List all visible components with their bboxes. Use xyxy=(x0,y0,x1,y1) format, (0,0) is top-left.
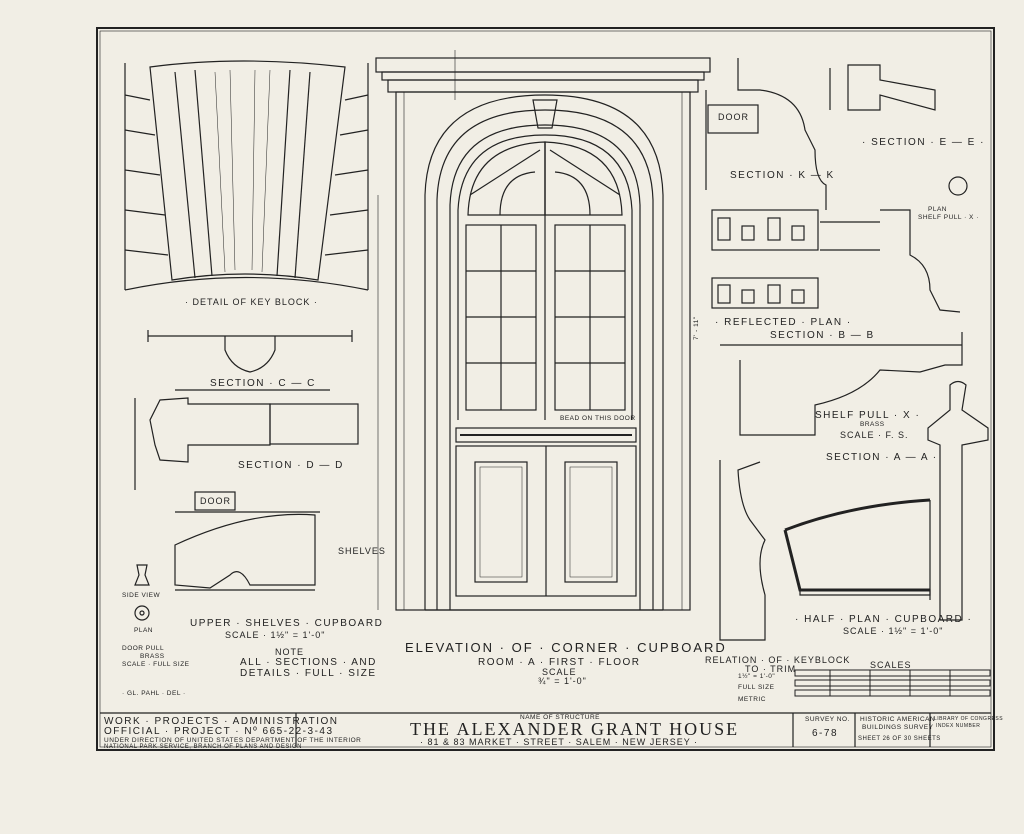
section-cc-drawing xyxy=(147,330,353,373)
scale-fs-label: SCALE · F. S. xyxy=(840,430,909,440)
project-line-1: WORK · PROJECTS · ADMINISTRATION xyxy=(104,716,339,727)
survey-label: SURVEY NO. xyxy=(805,716,850,723)
project-line-4: NATIONAL PARK SERVICE, BRANCH OF PLANS A… xyxy=(104,744,302,750)
note-line-1: ALL · SECTIONS · AND xyxy=(240,657,377,668)
reflected-plan-drawing xyxy=(711,209,961,313)
key-block-label: · DETAIL OF KEY BLOCK · xyxy=(185,297,318,307)
house-name: THE ALEXANDER GRANT HOUSE xyxy=(410,719,740,739)
section-aa-label: SECTION · A — A · xyxy=(826,452,938,463)
address: · 81 & 83 MARKET · STREET · SALEM · NEW … xyxy=(420,737,699,747)
shelf-pull-x-drawing xyxy=(927,380,989,621)
door-pull-drawing xyxy=(134,564,150,621)
section-kk-label: SECTION · K — K xyxy=(730,170,835,181)
project-line-2: OFFICIAL · PROJECT · Nº 665-22-3-43 xyxy=(104,726,334,737)
key-block-detail xyxy=(124,60,369,291)
scale-full-size-label: SCALE · FULL SIZE xyxy=(122,661,190,668)
upper-shelves-drawing xyxy=(174,513,316,591)
side-view-label: SIDE VIEW xyxy=(122,592,161,599)
brass-label: BRASS xyxy=(140,653,165,660)
section-ee-label: · SECTION · E — E · xyxy=(862,137,985,148)
half-plan-drawing xyxy=(719,460,931,641)
elevation-title: ELEVATION · OF · CORNER · CUPBOARD xyxy=(405,640,727,655)
title-block xyxy=(100,712,991,747)
shelf-pull-x-label: SHELF PULL · X · xyxy=(815,410,921,421)
door-label-left: DOOR xyxy=(200,496,231,506)
note-line-2: DETAILS · FULL · SIZE xyxy=(240,668,377,679)
plan-small-label: PLAN xyxy=(134,627,153,634)
note-title: NOTE xyxy=(275,647,305,657)
loc-line-2: INDEX NUMBER xyxy=(936,723,981,729)
relation-title: RELATION · OF · KEYBLOCK xyxy=(705,655,851,665)
upper-shelves-scale: SCALE · 1½" = 1'-0" xyxy=(225,630,326,640)
height-dimension: 7' - 11" xyxy=(693,316,700,340)
survey-number: 6-78 xyxy=(812,728,839,739)
section-dd-label: SECTION · D — D xyxy=(238,460,344,471)
sheet-number: SHEET 26 OF 30 SHEETS xyxy=(858,736,941,742)
habs-line-2: BUILDINGS SURVEY xyxy=(862,724,934,731)
full-size-label: FULL SIZE xyxy=(738,684,775,691)
delineator-label: · GL. PAHL · DEL · xyxy=(122,690,186,697)
door-profile-left xyxy=(175,491,320,513)
elevation-scale-label: SCALE xyxy=(542,667,577,677)
sheet-border xyxy=(96,27,995,751)
door-pull-label: DOOR PULL xyxy=(122,645,165,652)
name-of-structure-label: NAME OF STRUCTURE xyxy=(520,714,600,721)
section-bb-drawing xyxy=(720,332,963,436)
plan-right-label: PLAN xyxy=(928,206,947,213)
upper-shelves-label: UPPER · SHELVES · CUPBOARD xyxy=(190,618,384,629)
cupboard-elevation xyxy=(375,50,711,611)
scale-bar xyxy=(794,669,991,697)
scales-label: SCALES xyxy=(870,660,912,670)
relation-to-trim: TO · TRIM xyxy=(745,664,797,674)
section-dd-drawing xyxy=(134,389,359,490)
half-plan-label: · HALF · PLAN · CUPBOARD · xyxy=(795,614,973,625)
section-cc-label: SECTION · C — C xyxy=(210,378,316,389)
door-label-right: DOOR xyxy=(718,112,749,122)
section-ee-drawing xyxy=(829,64,936,111)
reflected-plan-label: · REFLECTED · PLAN · xyxy=(715,317,852,328)
elevation-room: ROOM · A · FIRST · FLOOR xyxy=(478,657,641,668)
section-bb-label: SECTION · B — B xyxy=(770,330,875,341)
half-plan-scale: SCALE · 1½" = 1'-0" xyxy=(843,626,944,636)
loc-line-1: LIBRARY OF CONGRESS xyxy=(934,716,1004,722)
project-line-3: UNDER DIRECTION OF UNITED STATES DEPARTM… xyxy=(104,737,362,744)
relation-scale: 1½" = 1'-0" xyxy=(738,673,776,680)
metric-label: METRIC xyxy=(738,696,766,703)
shelves-label: SHELVES xyxy=(338,546,386,556)
section-kk-drawing xyxy=(705,58,968,210)
shelf-pull-plan-label: SHELF PULL · X · xyxy=(918,214,979,221)
habs-line-1: HISTORIC AMERICAN xyxy=(860,716,936,723)
bead-on-door-label: BEAD ON THIS DOOR xyxy=(560,415,636,422)
elevation-scale-value: ¾" = 1'-0" xyxy=(538,676,587,686)
brass-right-label: BRASS xyxy=(860,421,885,428)
